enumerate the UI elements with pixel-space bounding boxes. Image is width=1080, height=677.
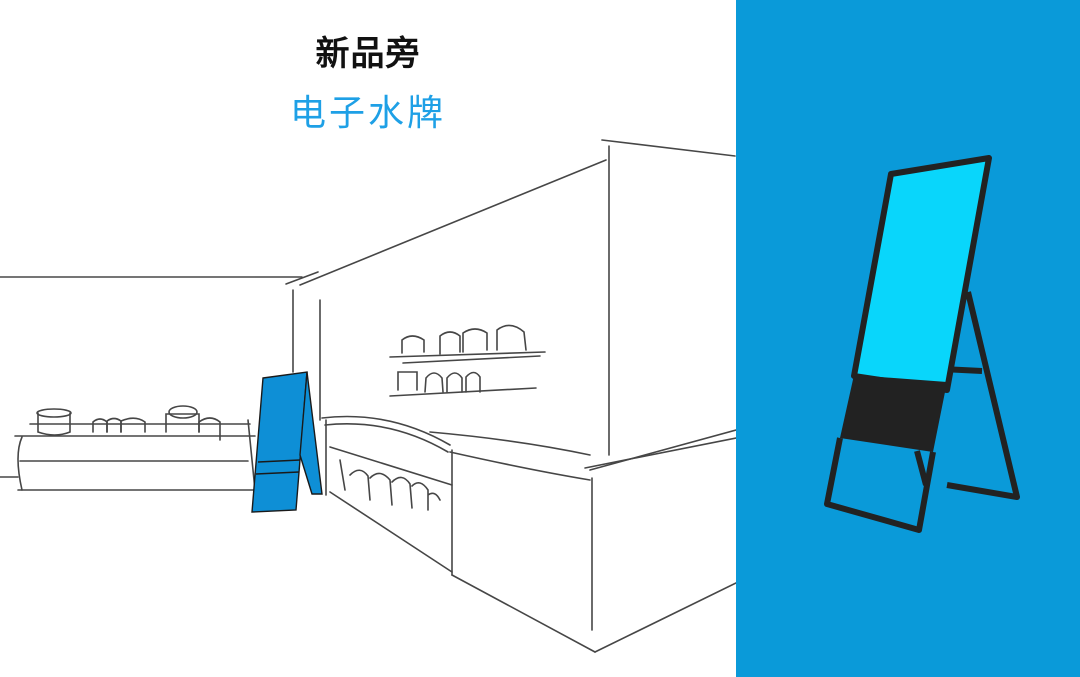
product-panel — [736, 0, 1080, 677]
page-title: 新品旁 — [315, 34, 421, 74]
store-sketch-illustration — [0, 139, 736, 653]
sketched-signage — [251, 371, 323, 513]
digital-signage-stand-icon — [824, 155, 1020, 533]
sketch-panel — [0, 139, 736, 653]
page-subtitle: 电子水牌 — [289, 93, 446, 134]
